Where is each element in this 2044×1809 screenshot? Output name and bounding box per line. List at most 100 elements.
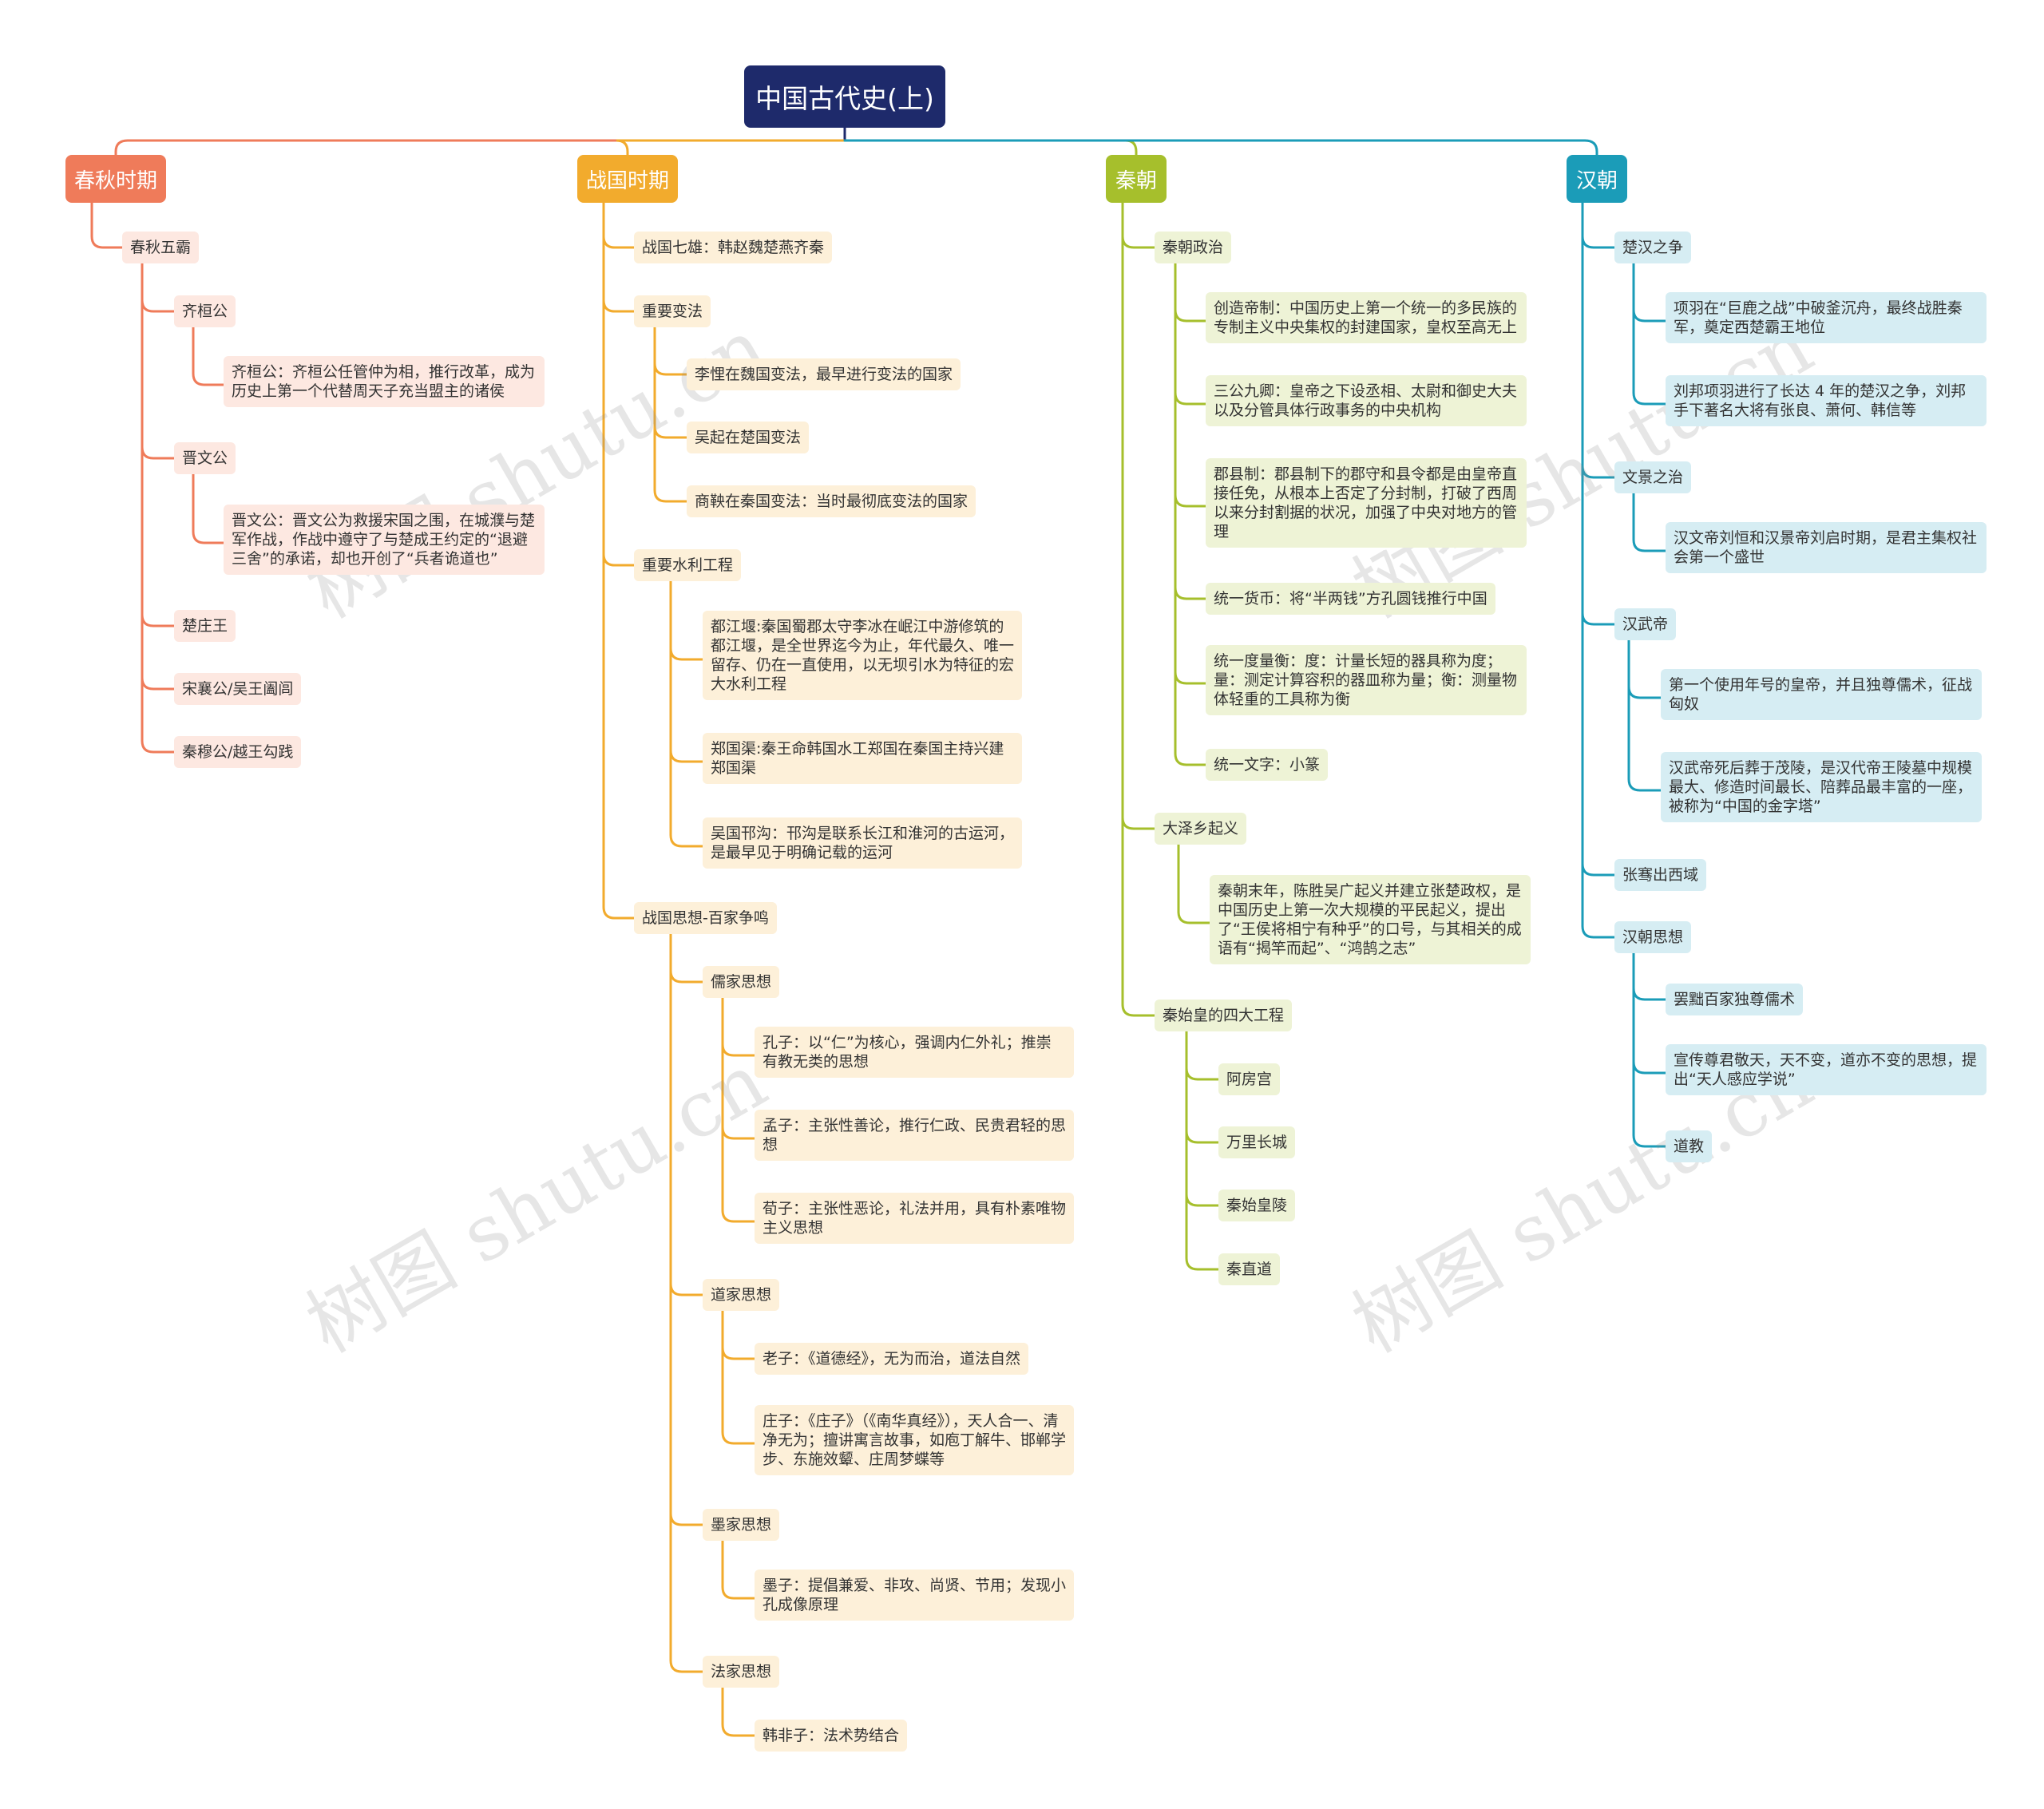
topic-han-sixiang[interactable]: 汉朝思想 [1614, 921, 1692, 953]
connector [1581, 201, 1616, 939]
connector [1174, 262, 1207, 766]
connector [1632, 492, 1667, 552]
connector [1627, 639, 1662, 792]
root-connector [616, 139, 846, 156]
category-qin[interactable]: 秦朝 [1106, 155, 1167, 203]
connector [1174, 262, 1207, 508]
topic-chu-zhuangwang[interactable]: 楚庄王 [174, 610, 236, 642]
connector [1632, 952, 1667, 1075]
connector [653, 326, 688, 503]
detail-han-sixiang: 罢黜百家独尊儒术 [1666, 984, 1804, 1015]
connector [669, 932, 704, 1296]
topic-qin-mugong[interactable]: 秦穆公/越王勾践 [174, 736, 302, 768]
detail-jin-wengong: 晋文公：晋文公为救援宋国之围，在城濮与楚军作战，作战中遵守了与楚成王约定的“退避… [224, 505, 545, 575]
detail-fajia: 韩非子：法术势结合 [755, 1720, 908, 1752]
connector [1632, 952, 1667, 1001]
connector [1174, 262, 1207, 600]
connector [141, 262, 176, 460]
connector [141, 262, 176, 754]
connector [1121, 201, 1156, 249]
detail-han-sixiang: 宣传尊君敬天，天不变，道亦不变的思想，提出“天人感应学说” [1666, 1044, 1987, 1095]
detail-qin-zhengzhi: 创造帝制：中国历史上第一个统一的多民族的专制主义中央集权的封建国家，皇权至高无上 [1206, 292, 1527, 343]
detail-qin-zhengzhi: 统一文字：小篆 [1206, 749, 1329, 781]
topic-sida-gongcheng[interactable]: 秦始皇的四大工程 [1155, 1000, 1293, 1031]
topic-dazexiang[interactable]: 大泽乡起义 [1155, 813, 1247, 845]
topic-qin-zhengzhi[interactable]: 秦朝政治 [1155, 232, 1232, 263]
detail-gongcheng: 秦始皇陵 [1218, 1190, 1296, 1221]
connector [1632, 952, 1667, 1148]
topic-jin-wengong[interactable]: 晋文公 [174, 442, 236, 474]
connector [669, 580, 704, 848]
connector [721, 996, 756, 1223]
detail-rujia: 孔子：以“仁”为核心，强调内仁外礼；推崇有教无类的思想 [755, 1027, 1074, 1078]
connector [721, 1539, 756, 1600]
detail-daojia: 老子：《道德经》，无为而治，道法自然 [755, 1343, 1029, 1375]
detail-mojia: 墨子：提倡兼爱、非攻、尚贤、节用；发现小孔成像原理 [755, 1570, 1074, 1621]
category-zhanguo[interactable]: 战国时期 [577, 155, 678, 203]
topic-song-xianggong[interactable]: 宋襄公/吴王阖闾 [174, 673, 302, 705]
root-connector [114, 139, 846, 156]
topic-mojia[interactable]: 墨家思想 [703, 1509, 780, 1541]
connector [602, 201, 636, 313]
topic-qi-huangong[interactable]: 齐桓公 [174, 295, 236, 327]
connector [1177, 843, 1211, 924]
topic-chuhan[interactable]: 楚汉之争 [1614, 232, 1692, 263]
detail-qin-zhengzhi: 统一货币：将“半两钱”方孔圆钱推行中国 [1206, 583, 1495, 615]
connector [1627, 639, 1662, 699]
connector [602, 201, 636, 567]
connector [192, 473, 225, 544]
detail-rujia: 孟子：主张性善论，推行仁政、民贵君轻的思想 [755, 1110, 1074, 1161]
topic-wenjing[interactable]: 文景之治 [1614, 461, 1692, 493]
connector [1581, 201, 1616, 479]
detail-wenjing: 汉文帝刘恒和汉景帝刘启时期，是君主集权社会第一个盛世 [1666, 522, 1987, 573]
connector [90, 201, 124, 249]
connector [602, 201, 636, 920]
connector [1632, 262, 1667, 406]
connector [721, 1309, 756, 1360]
root-topic[interactable]: 中国古代史(上) [744, 65, 945, 128]
connector [653, 326, 688, 376]
detail-gongcheng: 万里长城 [1218, 1126, 1296, 1158]
connector [1174, 262, 1207, 323]
detail-bianfa: 李悝在魏国变法，最早进行变法的国家 [687, 358, 961, 390]
connector [669, 932, 704, 984]
detail-shuili: 吴国邗沟：邗沟是联系长江和淮河的古运河，是最早见于明确记载的运河 [703, 817, 1022, 869]
detail-gongcheng: 阿房宫 [1218, 1063, 1281, 1095]
connector [141, 262, 176, 313]
topic-zhanguo-qixiong[interactable]: 战国七雄：韩赵魏楚燕齐秦 [634, 232, 833, 263]
connector [669, 932, 704, 1526]
detail-hanwudi: 第一个使用年号的皇帝，并且独尊儒术，征战匈奴 [1661, 669, 1982, 720]
connector [1121, 201, 1156, 1017]
connector [669, 580, 704, 763]
detail-daojia: 庄子：《庄子》（《南华真经》），天人合一、清净无为；擅讲寓言故事，如庖丁解牛、邯… [755, 1405, 1074, 1475]
topic-zhangqian[interactable]: 张骞出西域 [1614, 859, 1707, 891]
detail-bianfa: 吴起在楚国变法 [687, 422, 810, 453]
detail-bianfa: 商鞅在秦国变法：当时最彻底变法的国家 [687, 485, 976, 517]
category-chunqiu[interactable]: 春秋时期 [65, 155, 166, 203]
connector [1185, 1030, 1220, 1207]
connector [721, 996, 756, 1140]
topic-hanwudi[interactable]: 汉武帝 [1614, 608, 1677, 640]
connector [1581, 201, 1616, 249]
topic-chunqiu-wuba[interactable]: 春秋五霸 [122, 232, 200, 263]
topic-shuili[interactable]: 重要水利工程 [634, 549, 742, 581]
detail-qin-zhengzhi: 三公九卿：皇帝之下设丞相、太尉和御史大夫以及分管具体行政事务的中央机构 [1206, 375, 1527, 426]
topic-daojia[interactable]: 道家思想 [703, 1279, 780, 1311]
connector [1185, 1030, 1220, 1144]
detail-rujia: 荀子：主张性恶论，礼法并用，具有朴素唯物主义思想 [755, 1193, 1074, 1244]
topic-bianfa[interactable]: 重要变法 [634, 295, 711, 327]
topic-baijia[interactable]: 战国思想-百家争鸣 [634, 902, 777, 934]
detail-shuili: 郑国渠:秦王命韩国水工郑国在秦国主持兴建郑国渠 [703, 733, 1022, 784]
connector [721, 1686, 756, 1737]
topic-fajia[interactable]: 法家思想 [703, 1656, 780, 1688]
connector [192, 326, 225, 386]
category-han[interactable]: 汉朝 [1567, 155, 1627, 203]
topic-rujia[interactable]: 儒家思想 [703, 966, 780, 998]
detail-gongcheng: 秦直道 [1218, 1253, 1281, 1285]
connector [141, 262, 176, 627]
detail-qi-huangong: 齐桓公：齐桓公任管仲为相，推行改革，成为历史上第一个代替周天子充当盟主的诸侯 [224, 356, 545, 407]
connector [1121, 201, 1156, 830]
detail-hanwudi: 汉武帝死后葬于茂陵，是汉代帝王陵墓中规模最大、修造时间最长、陪葬品最丰富的一座，… [1661, 752, 1982, 822]
connector [669, 932, 704, 1673]
connector [1174, 262, 1207, 406]
